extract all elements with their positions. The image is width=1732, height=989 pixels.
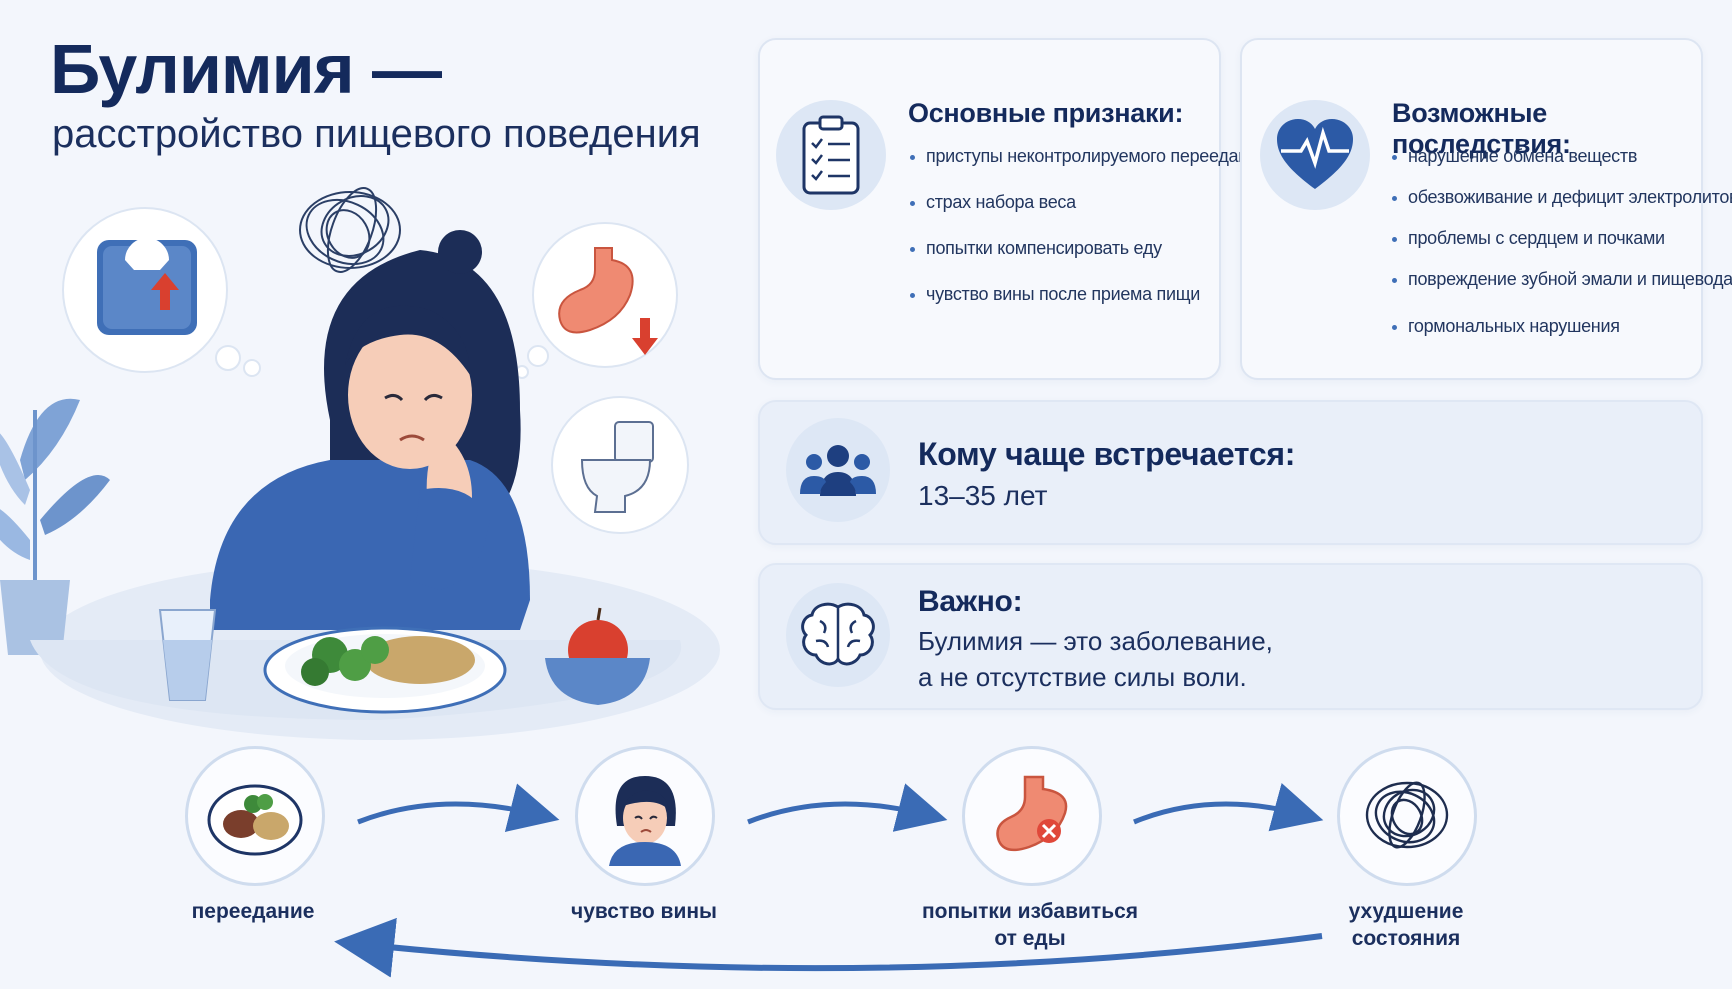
sad-woman-icon: [609, 776, 681, 866]
stomach-cross-icon: [996, 775, 1068, 852]
cycle-step-worsening: [1337, 746, 1477, 886]
cycle-step-guilt: [575, 746, 715, 886]
list-item: повреждение зубной эмали и пищевода: [1392, 269, 1732, 290]
signs-card: Основные признаки: приступы неконтролиру…: [758, 38, 1267, 380]
cycle-step-purging: [962, 746, 1102, 886]
list-item: обезвоживание и дефицит электролитов: [1392, 187, 1732, 208]
important-icon-circle: [786, 583, 890, 687]
list-item: чувство вины после приема пищи: [910, 284, 1267, 305]
list-item: гормональныx нарушения: [1392, 316, 1732, 337]
important-line-2: а не отсутствие силы воли.: [918, 662, 1247, 692]
people-group-icon: [800, 445, 876, 496]
heart-pulse-icon: [1277, 119, 1353, 189]
list-item: приступы неконтролируемого переедания: [910, 146, 1267, 167]
consequences-icon-circle: [1260, 100, 1370, 210]
food-plate-icon: [263, 626, 507, 714]
tangled-scribble-icon: [299, 187, 401, 273]
cycle-arrow-3: [1133, 783, 1324, 832]
page-title: Булимия —: [50, 30, 442, 108]
weight-scale-thought-bubble: [62, 207, 261, 377]
clipboard-checklist-icon: [802, 115, 860, 195]
sad-woman-figure: [210, 230, 530, 630]
consequences-heading: Возможные последствия:: [1392, 98, 1571, 159]
illustration-woman-at-table: [0, 187, 689, 720]
signs-icon-circle: [776, 100, 886, 210]
age-value: 13–35 лет: [918, 480, 1048, 511]
list-item: проблемы с сердцем и почками: [1392, 228, 1732, 249]
consequences-card: Возможные последствия: нарушение обмена …: [1240, 38, 1732, 380]
important-card: Важно: Булимия — это заболевание, а не о…: [758, 563, 1703, 710]
cycle-label-worsening: ухудшение состояния: [1348, 900, 1464, 951]
age-icon-circle: [786, 418, 890, 522]
cycle-label-guilt: чувство вины: [571, 900, 717, 923]
signs-heading: Основные признаки:: [908, 98, 1184, 128]
important-heading: Важно:: [918, 585, 1023, 618]
plant-icon: [0, 398, 110, 655]
cycle-label-purging: попытки избавиться от еды: [921, 900, 1139, 951]
age-card: Кому чаще встречается: 13–35 лет: [758, 400, 1703, 545]
water-glass-icon: [158, 609, 217, 701]
list-item: попытки компенсировать еду: [910, 238, 1267, 259]
cycle-arrow-2: [747, 783, 948, 832]
signs-list: приступы неконтролируемого переедания ст…: [910, 146, 1267, 305]
cycle-label-overeating: переедание: [191, 900, 315, 923]
age-heading: Кому чаще встречается:: [918, 436, 1296, 472]
stomach-thought-bubble: [515, 222, 678, 379]
cycle-arrow-return: [334, 917, 1323, 978]
list-item: страх набора веса: [910, 192, 1267, 213]
cycle-arrow-1: [357, 783, 560, 832]
apple-bowl-icon: [545, 607, 650, 705]
tangled-scribble-icon: [1365, 781, 1449, 849]
brain-icon: [801, 602, 875, 666]
cycle-step-overeating: [185, 746, 325, 886]
toilet-thought-bubble: [551, 396, 689, 534]
page-subtitle: расстройство пищевого поведения: [52, 112, 701, 156]
consequences-list: нарушение обмена веществ обезвоживание и…: [1392, 146, 1732, 337]
list-item: нарушение обмена веществ: [1392, 146, 1732, 167]
important-line-1: Булимия — это заболевание,: [918, 626, 1273, 656]
food-plate-icon: [207, 784, 303, 856]
